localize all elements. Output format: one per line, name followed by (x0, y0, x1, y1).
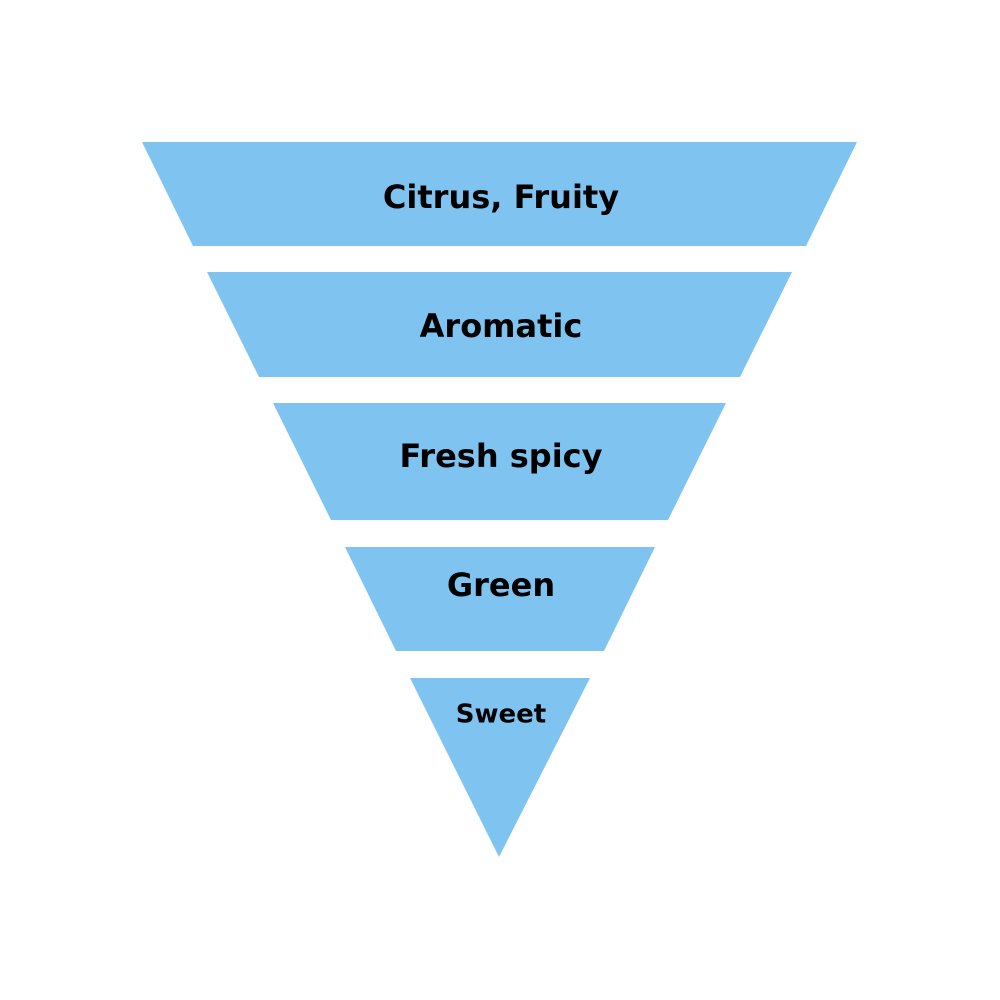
tier-green: Green (345, 547, 655, 651)
tier-label-aromatic: Aromatic (420, 307, 583, 345)
tier-label-sweet: Sweet (456, 700, 546, 730)
tier-fresh-spicy: Fresh spicy (273, 403, 726, 520)
tier-shape-sweet (410, 678, 590, 857)
tier-shape-green (345, 547, 655, 651)
tier-shape-aromatic (207, 272, 792, 377)
tier-aromatic: Aromatic (207, 272, 792, 377)
tier-sweet: Sweet (410, 678, 590, 857)
tier-shape-citrus-fruity (142, 142, 857, 246)
tier-shape-fresh-spicy (273, 403, 726, 520)
tier-citrus-fruity: Citrus, Fruity (142, 142, 857, 246)
tier-label-citrus-fruity: Citrus, Fruity (383, 178, 619, 216)
tier-label-fresh-spicy: Fresh spicy (399, 437, 602, 475)
tier-label-green: Green (447, 566, 555, 604)
